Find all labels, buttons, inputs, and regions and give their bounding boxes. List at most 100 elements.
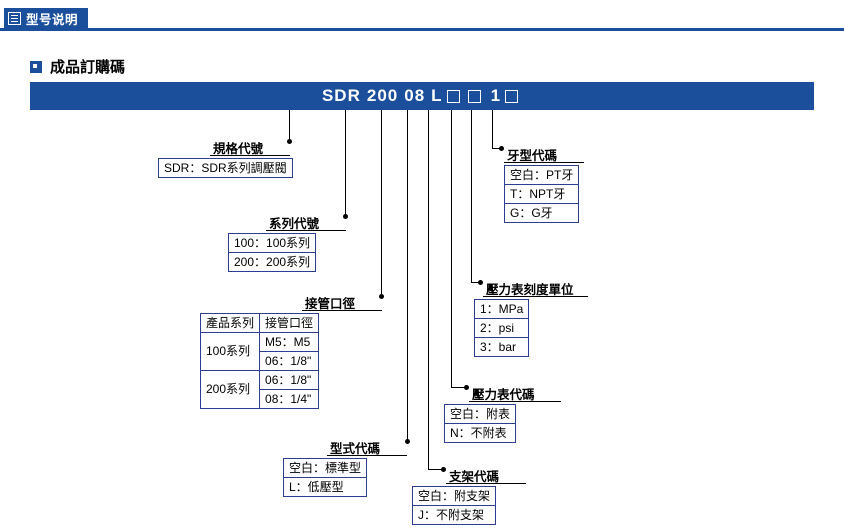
table-cell: J：不附支架 xyxy=(411,505,497,525)
table-cell: 1：MPa xyxy=(473,299,530,319)
callout-gauge-title: 壓力表代碼 xyxy=(472,388,535,402)
table-cell: 06：1/8" xyxy=(259,370,320,390)
table-row: 產品系列 接管口徑 xyxy=(199,313,320,333)
callout-type-title: 型式代碼 xyxy=(330,442,381,456)
leader-line-port-vertical xyxy=(381,110,382,297)
table-row: 100：100系列 xyxy=(227,233,317,253)
table-cell: SDR：SDR系列調壓閥 xyxy=(158,158,293,178)
leader-dot-spec xyxy=(287,139,292,144)
leader-dot-type xyxy=(405,439,410,444)
leader-line-series-vertical xyxy=(345,110,346,217)
table-row: 200：200系列 xyxy=(227,252,317,272)
table-row: 200系列 06：1/8" xyxy=(199,370,320,409)
callout-gauge-table: 空白：附表 N：不附表 xyxy=(443,404,517,443)
section-title-label: 成品訂購碼 xyxy=(50,59,126,76)
placeholder-box-3 xyxy=(505,90,519,104)
table-cell: 200：200系列 xyxy=(227,252,317,272)
table-cell: G：G牙 xyxy=(503,203,580,223)
table-cell: 100：100系列 xyxy=(227,233,317,253)
table-cell: M5：M5 xyxy=(259,332,320,352)
table-row: 100系列 M5：M5 xyxy=(199,332,320,371)
table-cell: 空白：PT牙 xyxy=(503,165,580,185)
table-row: 空白：附支架 xyxy=(411,486,497,506)
table-row: 3：bar xyxy=(473,337,530,357)
leader-line-bracket-horizontal xyxy=(428,469,443,470)
table-row: 空白：PT牙 xyxy=(503,165,580,185)
table-row: 1：MPa xyxy=(473,299,530,319)
document-lines-icon xyxy=(8,11,21,25)
square-bullet-icon xyxy=(30,60,42,73)
leader-line-spec-vertical xyxy=(289,110,290,142)
table-row: T：NPT牙 xyxy=(503,184,580,204)
callout-bracket-table: 空白：附支架 J：不附支架 xyxy=(411,486,497,525)
table-cell: 200系列 xyxy=(199,370,261,409)
leader-dot-port xyxy=(379,294,384,299)
table-cell: 2：psi xyxy=(473,318,530,338)
table-row: 空白：附表 xyxy=(443,404,517,424)
callout-series-underline xyxy=(266,230,346,231)
leader-dot-series xyxy=(343,214,348,219)
table-cell: 100系列 xyxy=(199,332,261,371)
placeholder-box-1 xyxy=(446,90,460,104)
table-cell: N：不附表 xyxy=(443,423,517,443)
table-row: 空白：標準型 xyxy=(282,458,368,478)
callout-unit-table: 1：MPa 2：psi 3：bar xyxy=(473,299,530,357)
table-cell: 空白：附支架 xyxy=(411,486,497,506)
leader-line-type-vertical xyxy=(407,110,408,442)
leader-line-thread-horizontal xyxy=(492,148,501,149)
leader-line-gauge-horizontal xyxy=(451,387,466,388)
table-row: G：G牙 xyxy=(503,203,580,223)
table-cell: 空白：附表 xyxy=(443,404,517,424)
callout-port-underline xyxy=(302,310,382,311)
leader-line-unit-vertical xyxy=(471,110,472,282)
callout-gauge-underline xyxy=(469,401,561,402)
leader-dot-thread xyxy=(499,146,504,151)
leader-line-bracket-vertical xyxy=(428,110,429,469)
callout-unit-underline xyxy=(483,296,588,297)
callout-bracket-title: 支架代碼 xyxy=(449,470,500,484)
callout-bracket-underline xyxy=(446,483,526,484)
callout-spec-title: 規格代號 xyxy=(213,142,264,156)
header-rule xyxy=(0,28,844,31)
callout-series-table: 100：100系列 200：200系列 xyxy=(227,233,317,272)
table-cell: 06：1/8" xyxy=(259,351,320,371)
leader-line-gauge-vertical xyxy=(451,110,452,387)
callout-type-table: 空白：標準型 L：低壓型 xyxy=(282,458,368,497)
callout-thread-table: 空白：PT牙 T：NPT牙 G：G牙 xyxy=(503,165,580,223)
table-row: 08：1/4" xyxy=(201,389,320,409)
leader-dot-unit xyxy=(478,280,483,285)
placeholder-box-2 xyxy=(467,90,481,104)
table-cell: 空白：標準型 xyxy=(282,458,368,478)
callout-unit-title: 壓力表刻度單位 xyxy=(486,283,574,297)
leader-dot-gauge xyxy=(464,385,469,390)
table-header-cell: 接管口徑 xyxy=(259,313,320,333)
leader-dot-bracket xyxy=(441,467,446,472)
table-cell: L：低壓型 xyxy=(282,477,368,497)
callout-thread-underline xyxy=(504,162,584,163)
table-cell: 08：1/4" xyxy=(259,389,320,409)
table-row: L：低壓型 xyxy=(282,477,368,497)
table-cell: 3：bar xyxy=(473,337,530,357)
table-row: 06：1/8" xyxy=(201,351,320,371)
table-cell: T：NPT牙 xyxy=(503,184,580,204)
leader-line-thread-vertical xyxy=(492,110,493,148)
section-title: 成品訂購碼 xyxy=(30,56,125,77)
callout-spec-table: SDR：SDR系列調壓閥 xyxy=(158,158,293,178)
callout-port-table: 產品系列 接管口徑 100系列 M5：M5 06：1/8" 200系列 06：1… xyxy=(199,313,320,409)
header-tab: 型号说明 xyxy=(4,8,89,28)
callout-port-title: 接管口徑 xyxy=(305,297,356,311)
header-tab-label: 型号说明 xyxy=(26,12,79,27)
callout-spec-underline xyxy=(210,155,290,156)
table-row: 2：psi xyxy=(473,318,530,338)
callout-type-underline xyxy=(327,455,407,456)
callout-series-title: 系列代號 xyxy=(269,217,320,231)
leader-line-unit-horizontal xyxy=(471,282,480,283)
table-row: SDR：SDR系列調壓閥 xyxy=(158,158,293,178)
page-header: 型号说明 xyxy=(0,8,844,31)
table-row: J：不附支架 xyxy=(411,505,497,525)
callout-thread-title: 牙型代碼 xyxy=(507,149,558,163)
table-row: N：不附表 xyxy=(443,423,517,443)
table-header-cell: 產品系列 xyxy=(199,313,261,333)
